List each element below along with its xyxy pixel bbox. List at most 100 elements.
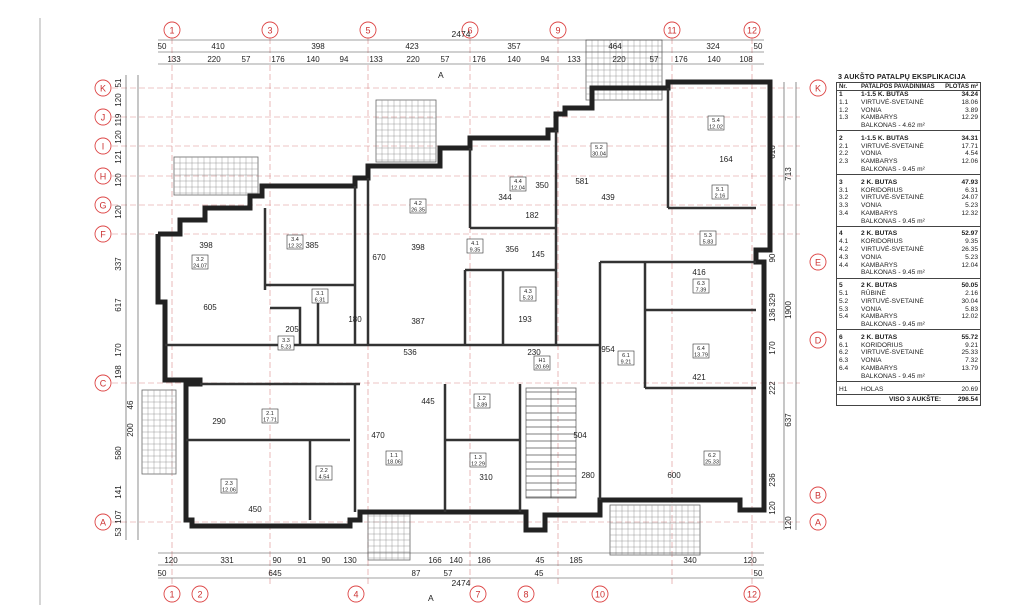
schedule-cell-name: 2 K. BUTAS	[861, 178, 898, 186]
dim-bottom-row2: 120	[164, 556, 178, 565]
schedule-cell-nr: H1	[839, 385, 848, 393]
schedule-cell-nr: 1	[839, 90, 843, 98]
dim-top-row2: 176	[674, 55, 688, 64]
schedule-cell-name: VIRTUVĖ-SVETAINĖ	[861, 349, 924, 357]
dim-top-row2: 220	[612, 55, 626, 64]
grid-label-top: 5	[365, 26, 370, 36]
schedule-cell-name: BALKONAS - 4.62 m²	[861, 122, 925, 130]
schedule-cell-area	[943, 123, 980, 131]
room-tag-area: 5.83	[703, 240, 714, 246]
grid-bubble	[94, 225, 112, 243]
inner-dimension: 310	[479, 473, 493, 482]
room-tag-box	[466, 238, 484, 254]
dim-bottom-total: 2474	[452, 578, 471, 588]
dim-bottom-row2: 186	[477, 556, 491, 565]
schedule-cell-nr: 1.3	[839, 114, 849, 122]
grid-bubble	[461, 21, 479, 39]
schedule-cell-name: KAMBARYS	[861, 364, 898, 372]
schedule-cell-nr: 3.2	[839, 194, 849, 202]
grid-label-left: I	[102, 142, 105, 152]
room-tag-box	[473, 393, 491, 409]
inner-dimension: 605	[203, 303, 217, 312]
dim-right: 120	[784, 516, 793, 530]
schedule-row: BALKONAS - 9.45 m²	[837, 321, 981, 329]
schedule-cell-nr: 2	[839, 134, 843, 142]
room-tag-area: 13.79	[694, 353, 708, 359]
inner-dimension: 421	[692, 373, 706, 382]
room-tag-id: 4.2	[414, 201, 422, 207]
dim-top-row2: 176	[472, 55, 486, 64]
separator-cell	[836, 329, 981, 335]
separator-cell	[836, 130, 981, 136]
schedule-group-separator	[836, 130, 981, 136]
room-tag-box	[385, 450, 403, 466]
dim-top-row2: 220	[406, 55, 420, 64]
grid-label-left: G	[99, 201, 106, 211]
room-tag-id: 5.2	[595, 145, 603, 151]
room-tag-area: 26.35	[411, 208, 425, 214]
schedule-cell-area: 12.06	[961, 158, 978, 166]
dim-bottom-row2: 185	[569, 556, 583, 565]
room-tag-id: 1.1	[390, 453, 398, 459]
room-tag-box	[315, 465, 333, 481]
room-tag-area: 24.07	[193, 264, 207, 270]
room-tag-area: 12.02	[709, 125, 723, 131]
room-tag-area: 5.23	[281, 345, 292, 351]
room-tag-area: 9.21	[621, 360, 632, 366]
schedule-cell-nr: 4.4	[839, 261, 849, 269]
dim-left: 120	[114, 93, 123, 107]
schedule-cell-name: KAMBARYS	[861, 261, 898, 269]
grid-bubble	[191, 585, 209, 603]
schedule-cell-nr: 3.1	[839, 186, 849, 194]
room-tag-area: 18.06	[387, 460, 401, 466]
schedule-cell-nr: 3	[839, 178, 843, 186]
schedule-group-separator	[836, 329, 981, 335]
grid-bubble	[163, 585, 181, 603]
inner-dimension: 387	[411, 317, 425, 326]
room-tag-box	[409, 198, 427, 214]
schedule-cell-name: BALKONAS - 9.45 m²	[861, 372, 925, 380]
schedule-cell-name: 2 K. BUTAS	[861, 230, 898, 238]
schedule-cell-area: 5.23	[965, 202, 978, 210]
dim-bottom-row2: 331	[220, 556, 234, 565]
room-tag-id: 4.3	[524, 289, 532, 295]
dim-left: 200	[126, 423, 135, 437]
dim-bottom-row2: 166	[428, 556, 442, 565]
dim-top-row2: 140	[306, 55, 320, 64]
schedule-group-separator	[836, 174, 981, 180]
schedule-cell-nr: 6.4	[839, 364, 849, 372]
room-tag-id: 3.2	[196, 257, 204, 263]
schedule-cell-name: VIRTUVĖ-SVETAINĖ	[861, 98, 924, 106]
dim-right: 713	[784, 167, 793, 181]
grid-bubble	[809, 253, 827, 271]
dim-bottom-row1: 50	[158, 569, 167, 578]
dim-top-row1: 398	[311, 42, 325, 51]
schedule-cell-nr: 1.2	[839, 106, 849, 114]
schedule-cell-name: VIRTUVĖ-SVETAINĖ	[861, 194, 924, 202]
schedule-cell-nr: 3.4	[839, 209, 849, 217]
room-tag-id: 1.3	[474, 455, 482, 461]
room-tag-area: 12.29	[471, 462, 485, 468]
room-tag-id: 2.3	[225, 481, 233, 487]
schedule-cell-name: VIRTUVĖ-SVETAINĖ	[861, 246, 924, 254]
schedule-cell-name: KORIDORIUS	[861, 186, 903, 194]
grid-label-top: 12	[747, 26, 757, 36]
room-tag-id: 6.2	[708, 453, 716, 459]
dim-top-row2: 108	[739, 55, 753, 64]
schedule-cell-nr: 5.2	[839, 297, 849, 305]
schedule-cell-name: VONIA	[861, 202, 882, 210]
dim-top-row1: 464	[608, 42, 622, 51]
dim-bottom-row2: 45	[536, 556, 545, 565]
inner-dimension: 450	[248, 505, 262, 514]
schedule-cell-area: 4.54	[965, 150, 978, 158]
